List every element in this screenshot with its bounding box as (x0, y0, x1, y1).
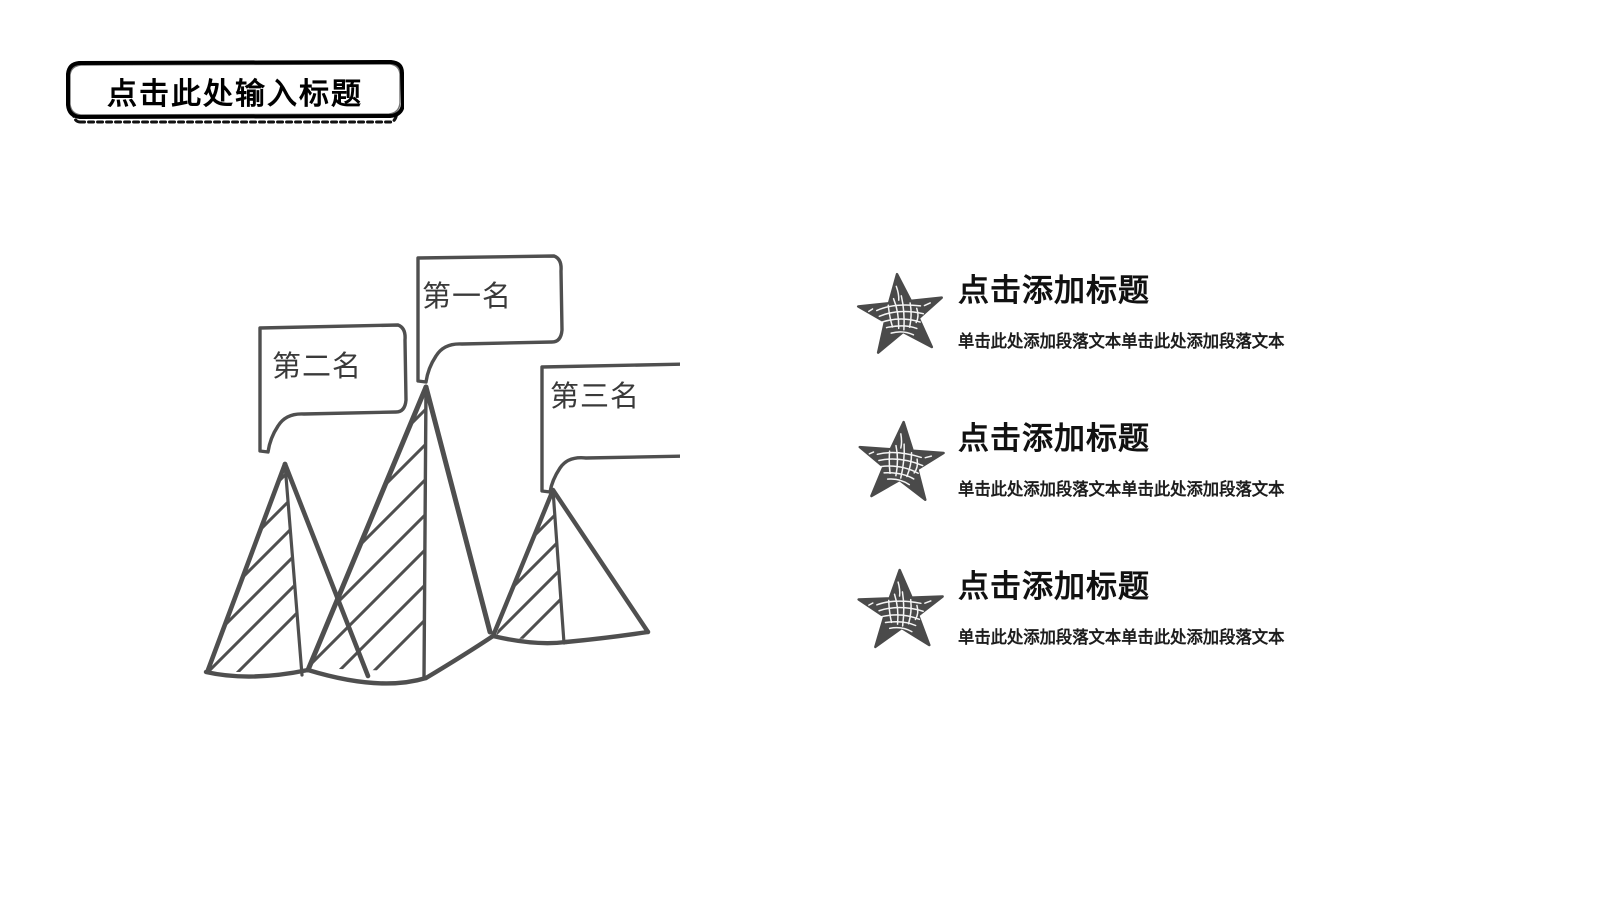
peak-second (205, 461, 371, 679)
content-list: 点击添加标题 单击此处添加段落文本单击此处添加段落文本 (845, 260, 1405, 704)
flag-label-third: 第三名 (550, 381, 641, 413)
peak-third (490, 487, 651, 645)
list-item-text: 单击此处添加段落文本单击此处添加段落文本 (958, 480, 1285, 499)
flag-label-second: 第二名 (272, 351, 363, 383)
list-item[interactable]: 点击添加标题 单击此处添加段落文本单击此处添加段落文本 (845, 556, 1405, 704)
slide-title-box[interactable]: 点击此处输入标题 (66, 60, 404, 126)
list-item-title: 点击添加标题 (958, 569, 1150, 604)
mountain-ranking-illustration: 第一名 第二名 第三名 (190, 240, 699, 700)
scribble-star-icon (857, 568, 944, 649)
list-item-title: 点击添加标题 (958, 273, 1150, 308)
page-title: 点击此处输入标题 (107, 78, 363, 111)
list-item-body: 点击添加标题 单击此处添加段落文本单击此处添加段落文本 (958, 260, 1298, 352)
list-item-body: 点击添加标题 单击此处添加段落文本单击此处添加段落文本 (958, 408, 1298, 500)
flag-first-place (416, 254, 564, 384)
mountains-svg (203, 254, 699, 686)
flag-label-first: 第一名 (422, 281, 513, 313)
list-item-text: 单击此处添加段落文本单击此处添加段落文本 (958, 332, 1285, 351)
scribble-star-icon (856, 272, 943, 354)
list-item[interactable]: 点击添加标题 单击此处添加段落文本单击此处添加段落文本 (845, 260, 1405, 408)
list-item-text: 单击此处添加段落文本单击此处添加段落文本 (958, 628, 1285, 647)
list-item-title: 点击添加标题 (958, 421, 1150, 456)
scribble-star-icon (858, 420, 945, 502)
title-box-outline (66, 60, 404, 124)
list-item[interactable]: 点击添加标题 单击此处添加段落文本单击此处添加段落文本 (845, 408, 1405, 556)
flag-second-place (258, 323, 408, 454)
mountain-base-ridge (203, 629, 651, 686)
list-item-body: 点击添加标题 单击此处添加段落文本单击此处添加段落文本 (958, 556, 1298, 648)
